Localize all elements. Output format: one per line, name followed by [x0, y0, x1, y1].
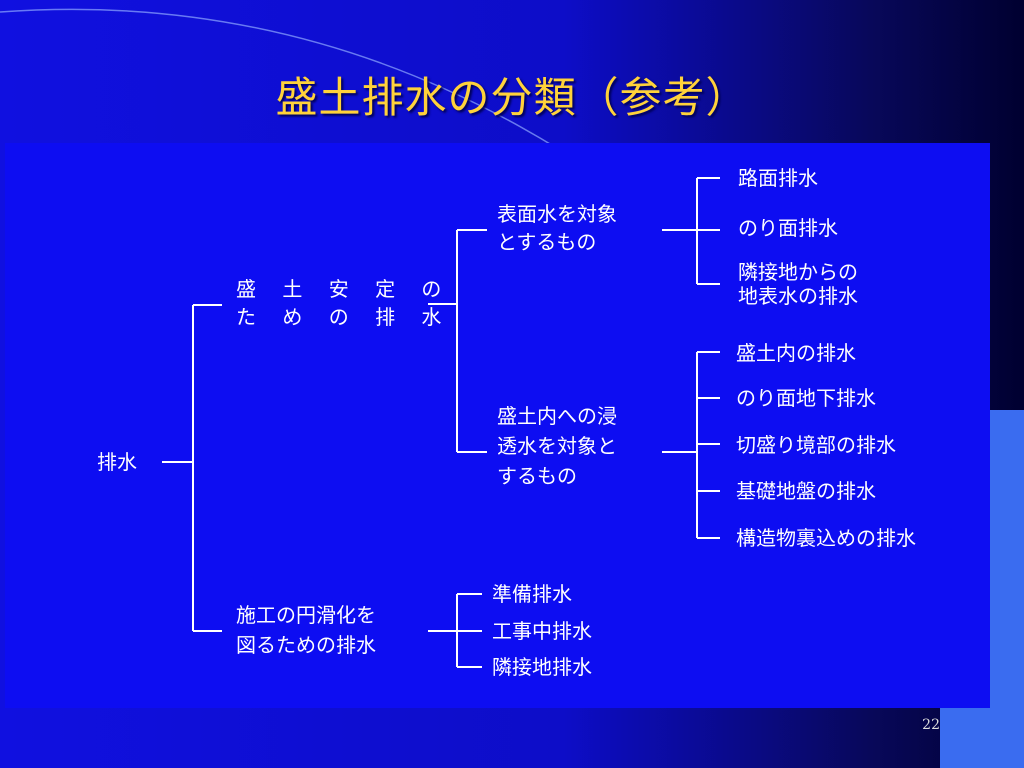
leaf-during-construction: 工事中排水 [492, 619, 592, 643]
leaf-road-drainage: 路面排水 [738, 166, 818, 190]
leaf-adjacent-surface-line1: 隣接地からの [738, 260, 858, 284]
node-surface: 表面水を対象 とするもの [497, 202, 617, 254]
page-number: 22 [922, 717, 940, 733]
leaf-preparatory: 準備排水 [492, 582, 572, 606]
node-infiltration-line2: 透水を対象と [497, 434, 617, 458]
node-infiltration: 盛土内への浸 透水を対象と するもの [497, 404, 617, 488]
leaf-embankment-internal: 盛土内の排水 [736, 341, 856, 365]
leaf-slope-subsurface: のり面地下排水 [736, 386, 876, 410]
node-stability-line1: 盛 土 安 定 の [236, 277, 452, 301]
node-infiltration-line3: するもの [497, 464, 577, 488]
node-root: 排水 [97, 450, 137, 474]
leaf-foundation-ground: 基礎地盤の排水 [736, 479, 876, 503]
node-construction-line1: 施工の円滑化を [236, 603, 376, 627]
node-construction-line2: 図るための排水 [236, 633, 376, 657]
node-surface-line2: とするもの [497, 230, 597, 254]
diagram-panel [5, 143, 990, 708]
node-surface-line1: 表面水を対象 [497, 202, 617, 226]
leaf-adjacent-surface-line2: 地表水の排水 [738, 284, 858, 308]
node-construction: 施工の円滑化を 図るための排水 [236, 603, 376, 657]
leaf-cut-fill-boundary: 切盛り境部の排水 [736, 433, 896, 457]
slide-title: 盛土排水の分類（参考） [275, 73, 749, 122]
node-stability-line2: た め の 排 水 [236, 305, 452, 329]
leaf-adjacent-land: 隣接地排水 [492, 655, 592, 679]
node-stability: 盛 土 安 定 の た め の 排 水 [236, 277, 451, 329]
leaf-adjacent-surface-drainage: 隣接地からの 地表水の排水 [738, 260, 858, 308]
node-infiltration-line1: 盛土内への浸 [497, 404, 617, 428]
leaf-structure-backfill: 構造物裏込めの排水 [736, 526, 916, 550]
leaf-slope-drainage: のり面排水 [738, 216, 838, 240]
